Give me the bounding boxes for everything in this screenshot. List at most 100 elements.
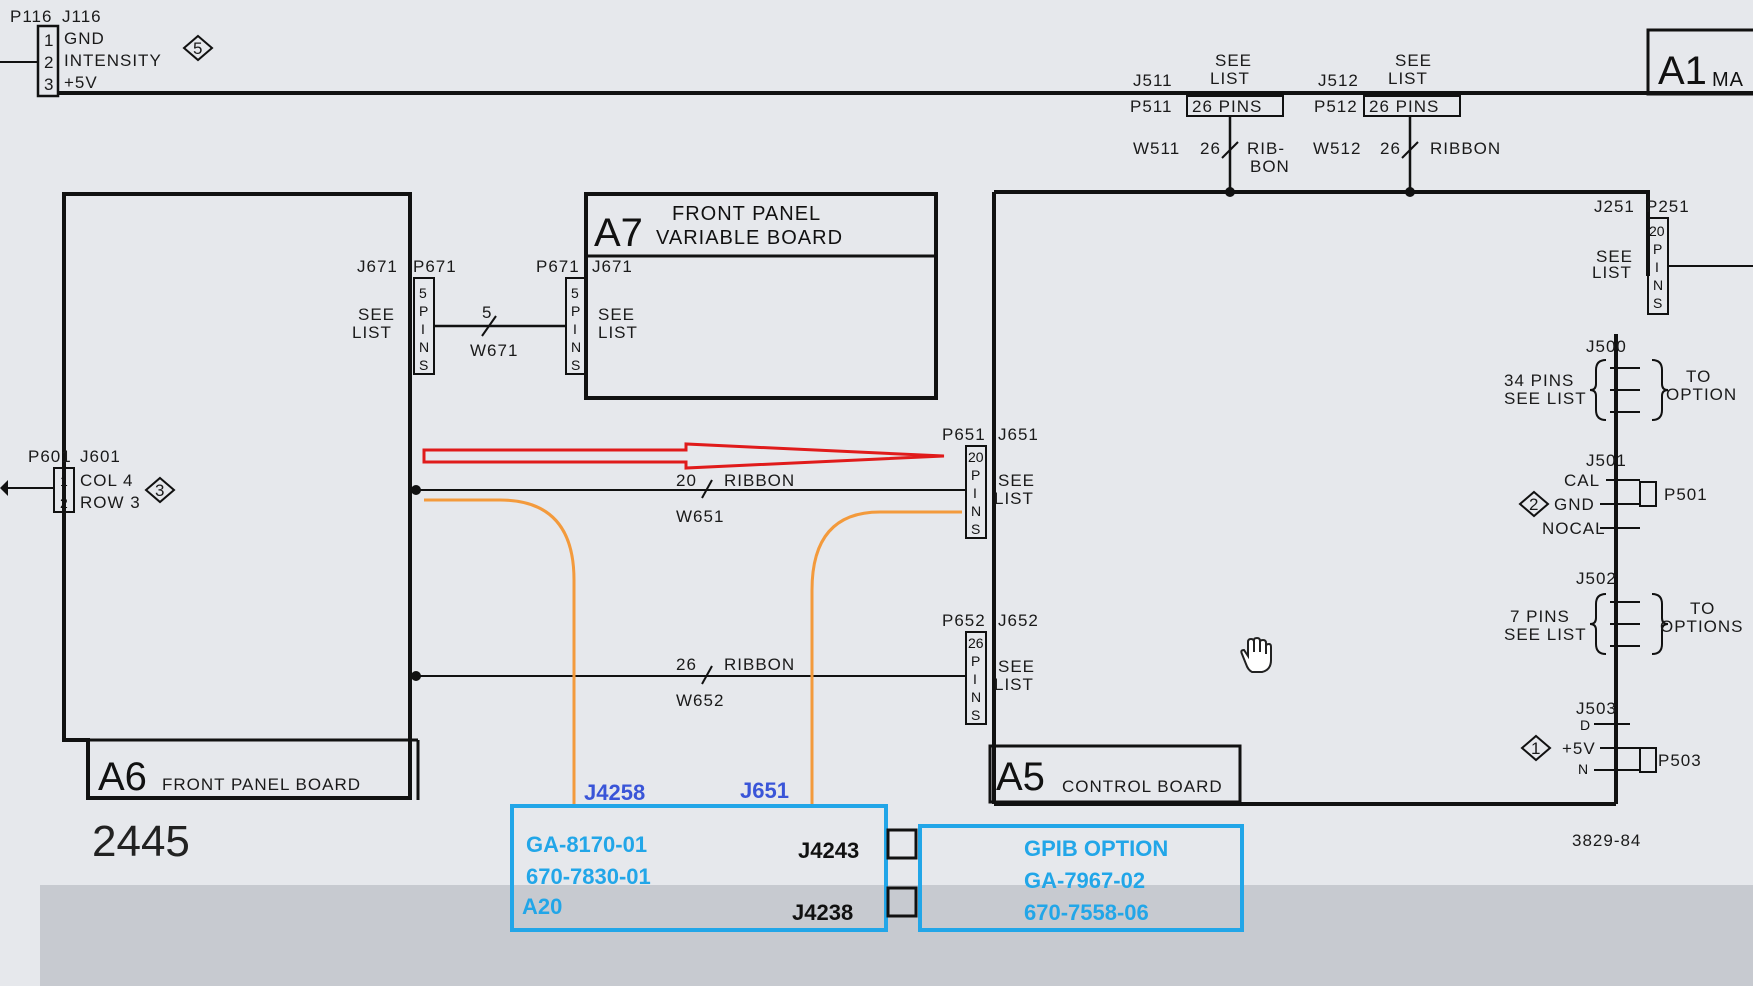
red-arrow-annotation: [422, 442, 945, 470]
w652-label: W652: [676, 691, 724, 710]
j511-list: LIST: [1210, 69, 1250, 88]
j671-right-pin-0: 5: [571, 285, 579, 301]
j671-left-see: SEE: [358, 305, 395, 324]
j4243-square: [886, 828, 918, 860]
j500-label: J500: [1586, 337, 1627, 356]
a7-line1: FRONT PANEL: [672, 203, 821, 225]
j511-label: J511: [1133, 71, 1173, 90]
j502-see-list: SEE LIST: [1504, 625, 1587, 644]
p501-label: P501: [1664, 485, 1708, 504]
w512-label: W512: [1313, 139, 1361, 158]
orange-wire-left: [424, 498, 576, 804]
j500-connector: J500 34 PINS SEE LIST TO OPTION: [1504, 337, 1736, 421]
w512-ribbon: RIBBON: [1430, 139, 1501, 158]
j651-pin-4: S: [971, 521, 980, 537]
j671-right-label: J671: [592, 257, 633, 276]
ga-board-line-3: A20: [522, 894, 562, 919]
w652-count: 26: [676, 655, 697, 674]
j652-pin-0: 26: [968, 635, 984, 651]
note-diamond-5-icon: [182, 34, 214, 62]
j652-list: LIST: [994, 675, 1034, 694]
w671-slash: [481, 315, 497, 337]
j251-see: SEE: [1596, 247, 1633, 266]
j503-label: J503: [1576, 699, 1617, 718]
j502-right-brace: [1651, 593, 1669, 655]
j4243-label: J4243: [798, 838, 859, 863]
j4238-square: [886, 886, 918, 918]
gpib-outline: [918, 824, 1244, 932]
j601-signal-row3: ROW 3: [80, 493, 141, 512]
j502-connector: J502 7 PINS SEE LIST TO OPTIONS: [1504, 569, 1743, 655]
j601-signal-col4: COL 4: [80, 471, 134, 490]
p652-label: P652: [942, 611, 986, 630]
j116-signal-intensity: INTENSITY: [64, 51, 162, 70]
p601-label: P601: [28, 447, 72, 466]
note-diamond-1-icon: [1520, 734, 1552, 762]
gpib-line-2: GA-7967-02: [1024, 868, 1145, 893]
j503-connector: J503 D +5V N P503 1: [1520, 699, 1701, 777]
w652-ribbon: RIBBON: [724, 655, 795, 674]
a1-suffix: MA: [1712, 69, 1744, 91]
j251-pin-0: 20: [1649, 223, 1665, 239]
j501-gnd: GND: [1554, 495, 1595, 514]
a1-label: A1: [1658, 49, 1707, 93]
w511-ribbon-2: BON: [1250, 157, 1290, 176]
j671-left-pin-0: 5: [419, 285, 427, 301]
j651-see: SEE: [998, 471, 1035, 490]
note-diamond-2-icon: [1518, 490, 1550, 518]
j512-list: LIST: [1388, 69, 1428, 88]
screen-bottom-band: [40, 885, 1753, 986]
j651-overlay-label: J651: [740, 778, 789, 803]
p116-label: P116: [10, 7, 52, 26]
j671-right-pin-3: N: [571, 339, 581, 355]
j501-cal: CAL: [1564, 471, 1600, 490]
p671-left-label: P671: [413, 257, 457, 276]
j671-left-label: J671: [357, 257, 398, 276]
j501-label: J501: [1586, 451, 1627, 470]
w652-group: 26 RIBBON W652 P652 J652 26 P I N S SEE …: [410, 611, 1039, 725]
orange-wire-right: [810, 510, 962, 804]
a1-board: A1 MA: [1646, 28, 1753, 96]
w671-label: W671: [470, 341, 518, 360]
j251-list: LIST: [1592, 263, 1632, 282]
w511-label: W511: [1133, 139, 1180, 158]
j501-connector: J501 CAL GND NOCAL P501 2: [1518, 451, 1708, 538]
j652-label: J652: [998, 611, 1039, 630]
j671-left-pin-2: I: [421, 321, 425, 337]
j500-to: TO: [1686, 367, 1711, 386]
j502-to: TO: [1690, 599, 1715, 618]
j652-pin-1: P: [971, 653, 980, 669]
j671-right-see: SEE: [598, 305, 635, 324]
j4258-label: J4258: [584, 780, 645, 805]
j503-d: D: [1580, 717, 1590, 733]
j511-pins: 26 PINS: [1192, 97, 1262, 116]
j671-right-pin-2: I: [573, 321, 577, 337]
j503-n: N: [1578, 761, 1588, 777]
j601-label: J601: [80, 447, 121, 466]
j652-pin-3: N: [971, 689, 981, 705]
note-1-label: 1: [1531, 739, 1541, 758]
j251-label: J251: [1594, 197, 1635, 216]
w652-slash: [701, 665, 713, 685]
a6-board: A6 FRONT PANEL BOARD: [62, 192, 420, 800]
a7-line2: VARIABLE BOARD: [656, 227, 843, 249]
j651-pin-3: N: [971, 503, 981, 519]
j601-pin-2: 2: [60, 495, 68, 511]
note-3-label: 3: [155, 481, 165, 500]
j500-pins: 34 PINS: [1504, 371, 1574, 390]
w671-wire-group: 5 W671: [434, 303, 566, 360]
j652-pinbox: [965, 631, 987, 725]
a5-title-box: [988, 744, 1242, 804]
j251-connector: J251 P251 20 P I N S SEE LIST: [1592, 197, 1753, 315]
w651-ribbon: RIBBON: [724, 471, 795, 490]
p251-label: P251: [1646, 197, 1690, 216]
j4238-label: J4238: [792, 900, 853, 925]
p651-label: P651: [942, 425, 986, 444]
j511-see: SEE: [1215, 51, 1252, 70]
w512-slash: [1401, 141, 1419, 159]
j671-right-list: LIST: [598, 323, 638, 342]
w511-ribbon-1: RIB-: [1247, 139, 1285, 158]
j116-label: J116: [62, 7, 102, 26]
j601-connector: P601 J601 1 2 COL 4 ROW 3 3: [0, 447, 176, 513]
j512-see: SEE: [1395, 51, 1432, 70]
